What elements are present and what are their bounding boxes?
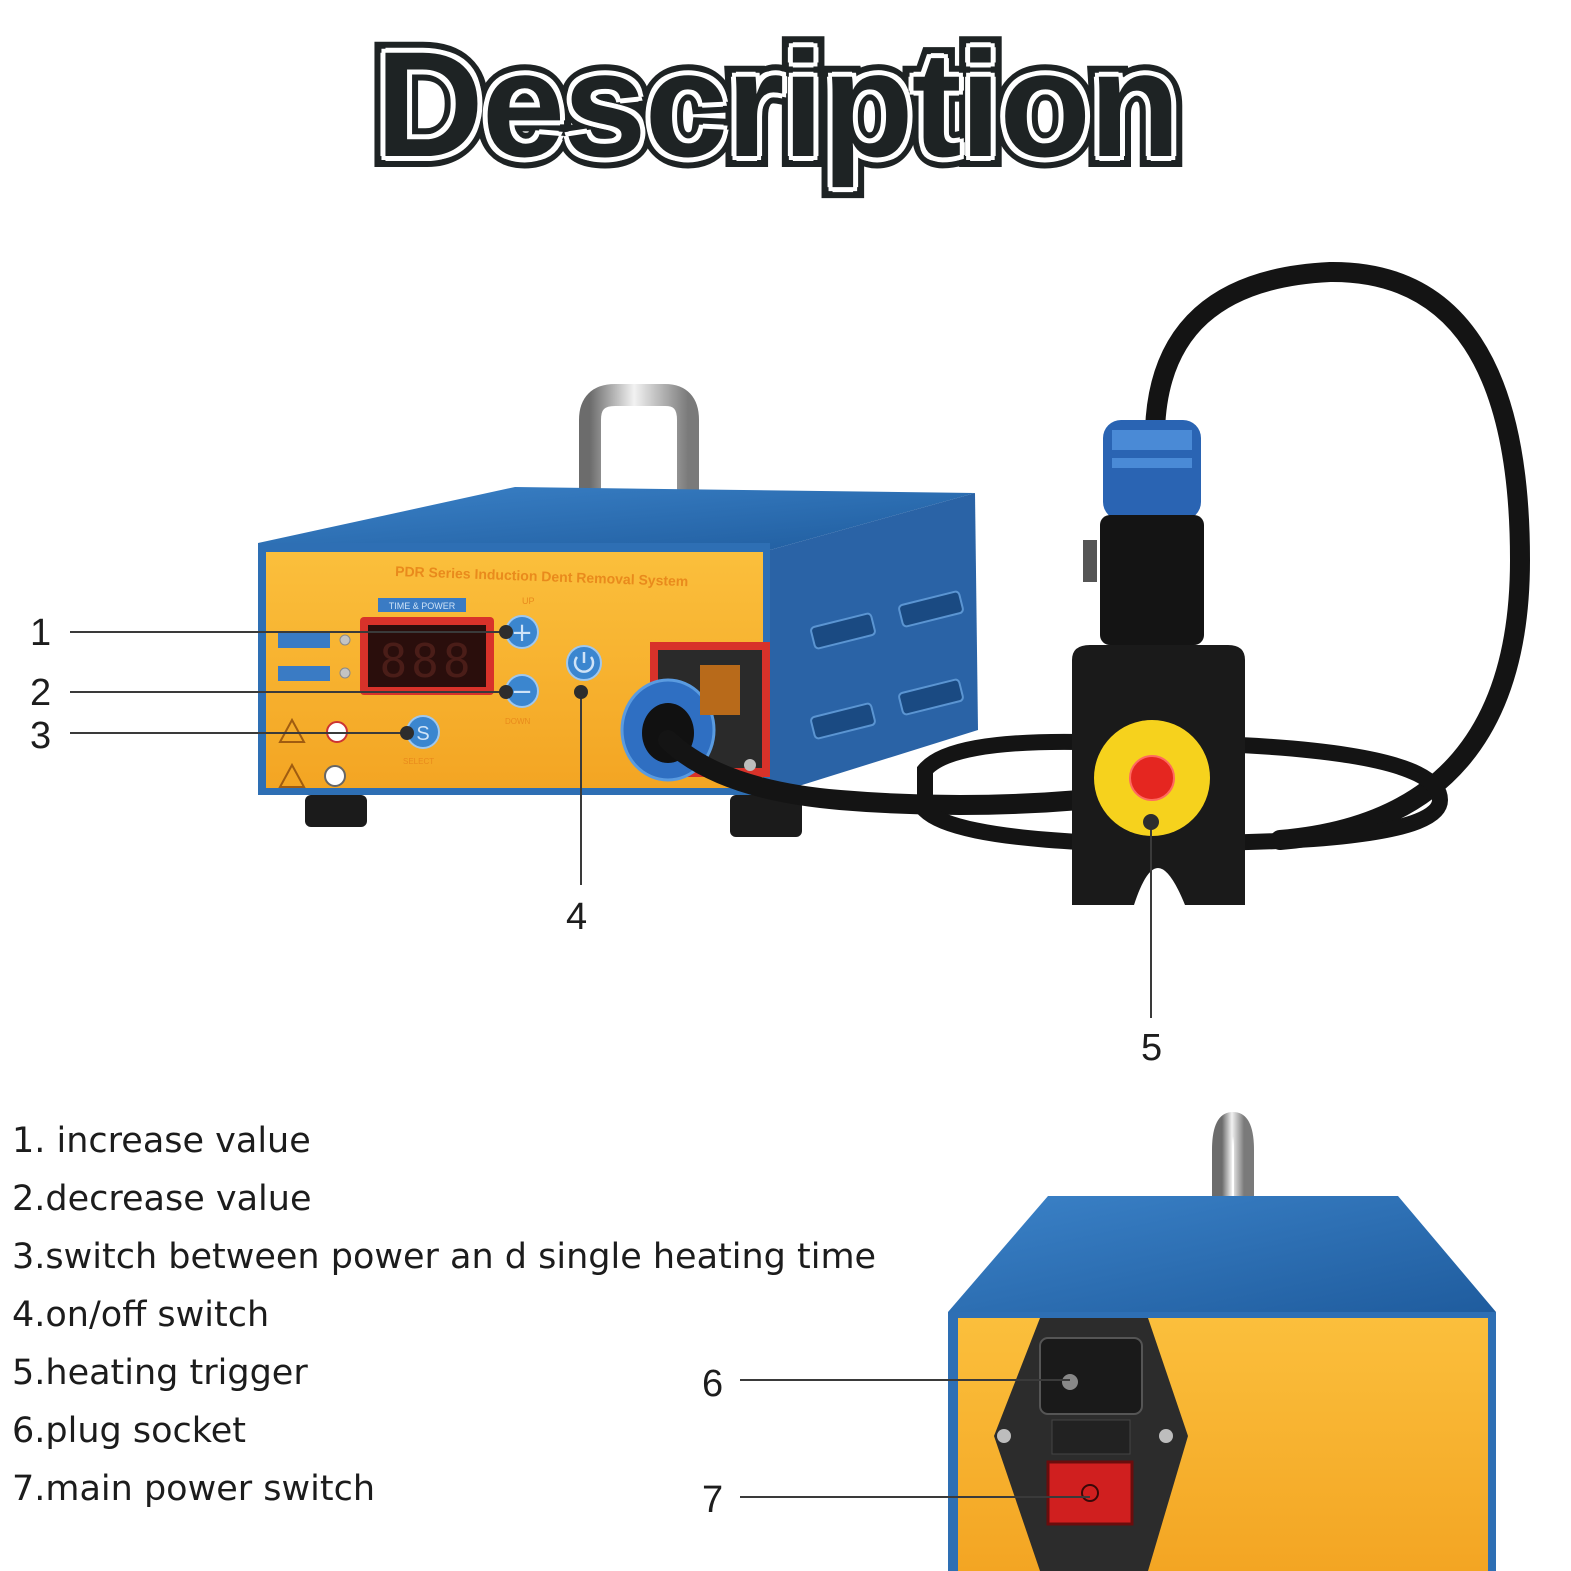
rear-case-top <box>948 1196 1496 1312</box>
legend-item: 7.main power switch <box>12 1469 376 1509</box>
legend-item: 4.on/off switch <box>12 1295 270 1335</box>
page-title: Description <box>375 20 1180 188</box>
callout-6: 6 <box>702 1363 724 1405</box>
minus-icon: − <box>511 677 533 707</box>
rear-handle <box>1212 1111 1254 1310</box>
down-button[interactable]: − <box>505 674 539 708</box>
select-button[interactable]: S <box>406 715 440 749</box>
side-vents <box>810 590 964 740</box>
warning-icon <box>278 717 306 788</box>
callout-lines <box>70 631 1152 1498</box>
case-top <box>258 487 975 550</box>
callout-7: 7 <box>702 1479 724 1521</box>
s-icon: S <box>416 723 429 745</box>
callout-5: 5 <box>1141 1027 1163 1069</box>
select-label: SELECT <box>403 757 434 766</box>
rear-unit <box>948 1111 1496 1571</box>
callout-1: 1 <box>30 612 52 654</box>
callout-dots <box>400 625 1159 830</box>
up-label: UP <box>522 596 535 606</box>
callout-3: 3 <box>30 715 52 757</box>
heating-trigger-handle <box>1072 420 1245 905</box>
mode-indicator-time <box>278 633 330 648</box>
cable <box>658 261 1531 852</box>
plus-icon: + <box>511 618 533 648</box>
legend-item: 1. increase value <box>12 1121 311 1161</box>
power-icon <box>573 656 595 673</box>
panel-label-bg <box>378 598 466 612</box>
legend-item: 2.decrease value <box>12 1179 312 1219</box>
manual-icon <box>324 765 346 787</box>
foot-right <box>730 795 802 837</box>
callout-4: 4 <box>566 896 588 938</box>
up-button[interactable]: + <box>505 615 539 649</box>
carry-handle <box>579 384 699 545</box>
down-label: DOWN <box>505 717 531 726</box>
legend-list: 1. increase value 2.decrease value 3.swi… <box>12 1112 876 1518</box>
legend-item: 5.heating trigger <box>12 1353 308 1393</box>
led-display: 888 <box>379 634 474 688</box>
heating-trigger-button[interactable] <box>1129 755 1175 801</box>
page-title-outline: Description <box>364 11 1191 198</box>
power-button[interactable] <box>566 645 602 681</box>
plug-socket <box>1039 1337 1143 1415</box>
mode-indicator-power <box>278 666 330 681</box>
callout-2: 2 <box>30 672 52 714</box>
legend-item: 6.plug socket <box>12 1411 247 1451</box>
panel-label: TIME & POWER <box>389 601 456 611</box>
main-unit: PDR Series Induction Dent Removal System… <box>258 384 978 837</box>
main-power-switch[interactable] <box>1046 1460 1134 1526</box>
legend-item: 3.switch between power an d single heati… <box>12 1237 877 1277</box>
display-screen <box>368 625 486 687</box>
foot-left <box>305 795 367 827</box>
